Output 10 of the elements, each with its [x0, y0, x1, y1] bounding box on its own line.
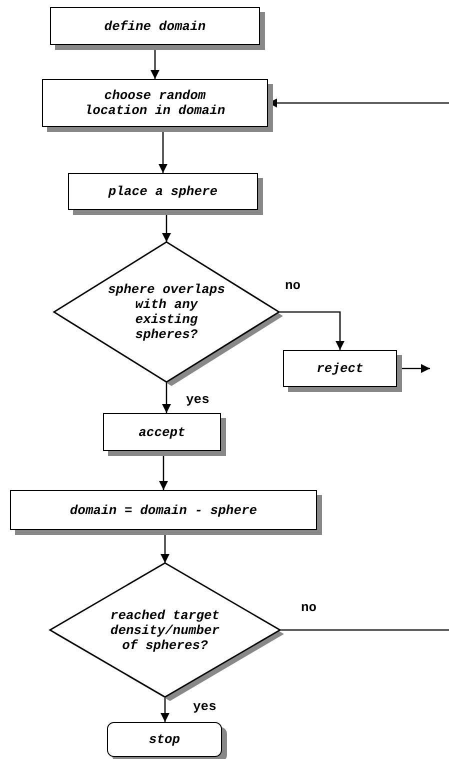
- step-text: stop: [148, 732, 180, 747]
- step-text: place a sphere: [108, 184, 218, 199]
- step-text: reject: [316, 361, 364, 376]
- arrow: [162, 382, 171, 413]
- step-text: choose random location in domain: [84, 88, 226, 118]
- step-text: domain = domain - sphere: [70, 502, 258, 518]
- arrow: [160, 697, 170, 722]
- step-text: define domain: [104, 18, 206, 34]
- step-text: accept: [138, 424, 186, 440]
- arrow: [279, 311, 344, 350]
